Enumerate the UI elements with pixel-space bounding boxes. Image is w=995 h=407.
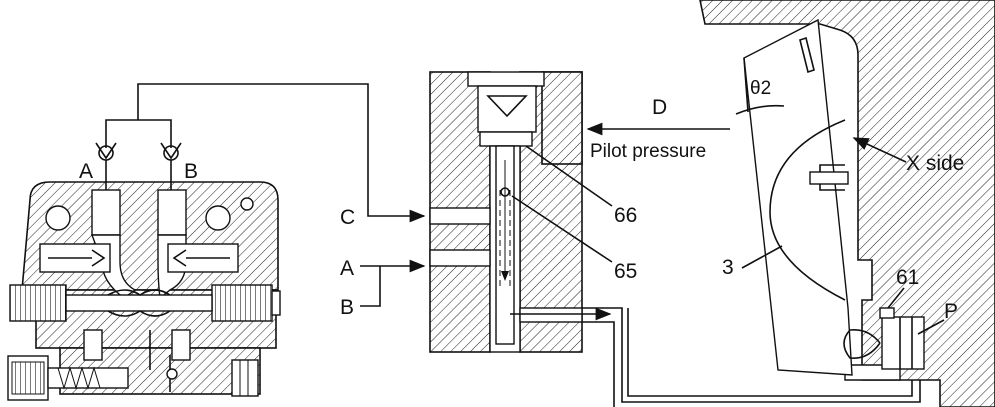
solenoid-thread — [11, 361, 45, 395]
outlet-bore — [519, 307, 583, 323]
passage-b — [157, 189, 187, 236]
right-thread — [211, 284, 273, 322]
pin — [809, 171, 849, 185]
x-side-label: X side — [906, 152, 964, 175]
passage-a — [91, 189, 121, 236]
part-label-66: 66 — [614, 204, 637, 227]
part-61-block — [879, 307, 895, 319]
plug-collar — [479, 131, 533, 147]
part-label-p: P — [944, 300, 958, 323]
swash-plate — [743, 18, 853, 376]
end-plug — [231, 359, 259, 397]
body-hole — [45, 205, 71, 231]
left-thread — [9, 284, 67, 322]
lower-channel — [83, 329, 103, 361]
port-label-b: B — [340, 296, 354, 319]
port-labels: C A B D Pilot pressure 66 65 — [340, 96, 730, 319]
pilot-pressure-label: Pilot pressure — [590, 141, 706, 162]
end-cap — [271, 290, 281, 316]
regulator-right-upper — [541, 71, 583, 165]
port-label-c: C — [340, 206, 355, 229]
plug-body — [477, 85, 537, 133]
part-label-3: 3 — [722, 256, 734, 279]
solenoid-stem — [47, 367, 129, 389]
return-pipes — [582, 307, 921, 407]
cradle-arc — [769, 119, 846, 301]
port-label-d: D — [652, 96, 667, 119]
port-c-bore — [429, 207, 491, 225]
regulator — [429, 71, 612, 353]
piston-p — [881, 316, 925, 370]
lower-channel — [171, 329, 191, 361]
valve-label-a: A — [79, 160, 93, 183]
small-hole — [166, 368, 178, 380]
top-plug — [467, 71, 545, 87]
port-label-a: A — [340, 257, 354, 280]
housing — [699, 0, 995, 407]
control-valve — [7, 181, 281, 401]
swash-plate-assembly: θ2 X side 3 61 P — [699, 0, 995, 407]
piston-ball — [843, 328, 881, 360]
angle-label: θ2 — [750, 78, 771, 99]
spool — [65, 294, 213, 312]
check-valves: A B — [79, 83, 378, 217]
valve-body — [21, 181, 279, 291]
body-hole — [205, 205, 231, 231]
valve-label-b: B — [184, 160, 198, 183]
part-label-61: 61 — [896, 266, 919, 289]
part-label-65: 65 — [614, 260, 637, 283]
body-hole — [240, 197, 254, 211]
port-a-bore — [429, 249, 491, 267]
